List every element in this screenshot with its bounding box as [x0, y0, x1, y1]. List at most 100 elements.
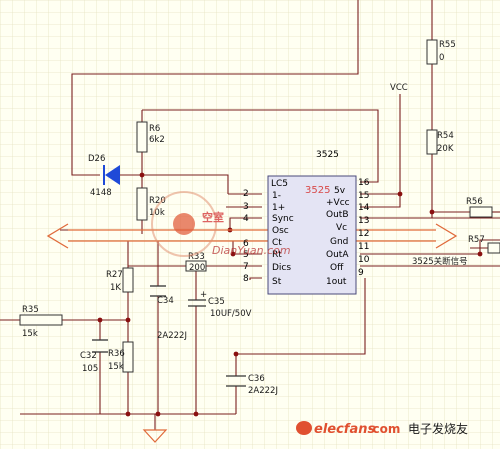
- pin-number: 15: [358, 191, 369, 201]
- c34-value: 2A222J: [157, 331, 187, 341]
- ic-inner-label: 3525: [305, 185, 330, 196]
- r36-ref: R36: [108, 349, 125, 359]
- pin-number: 13: [358, 216, 369, 226]
- logo-mark-icon: [296, 421, 312, 435]
- pin-number: 6: [243, 239, 249, 249]
- pin-name: Off: [330, 263, 344, 273]
- pin-name: Vc: [336, 223, 347, 233]
- pin-name: Dics: [272, 263, 291, 273]
- ic-ref-label: LC5: [271, 179, 288, 189]
- c32-value: 105: [82, 364, 98, 374]
- ic-left-pin-names: 1- 1+ Sync Osc Ct Rt Dics St: [272, 191, 294, 287]
- pin-name: Ct: [272, 238, 282, 248]
- r55-ref: R55: [439, 40, 456, 50]
- pin-number: 12: [358, 229, 369, 239]
- resistor-r54: R54 20K: [426, 129, 454, 155]
- c32-ref: C32: [80, 351, 97, 361]
- site-cn: 电子发烧友: [408, 421, 468, 436]
- pin-name: 1+: [272, 203, 285, 213]
- r54-value: 20K: [437, 144, 454, 154]
- capacitor-c32: C32 105: [80, 339, 108, 374]
- diode-d26: D26 4148: [88, 154, 120, 198]
- pin-number: 9: [358, 268, 364, 278]
- resistor-r35: R35 15k: [19, 305, 63, 339]
- site-name: elecfans: [314, 422, 375, 437]
- ic-3525: 3525 LC5 3525: [267, 150, 357, 295]
- r56-ref: R56: [466, 197, 483, 207]
- center-watermark: 空室 DianYuan.com: [151, 191, 291, 257]
- c36-ref: C36: [248, 374, 265, 384]
- c35-value: 10UF/50V: [210, 309, 252, 319]
- ic-right-pin-numbers: 16 15 14 13 12 11 10 9: [358, 178, 370, 278]
- r6-ref: R6: [149, 124, 160, 134]
- r35-value: 15k: [22, 329, 38, 339]
- r33-value: 200: [189, 263, 205, 273]
- r20-value: 10k: [149, 208, 165, 218]
- junction-dots: [97, 172, 483, 417]
- pin-name: 5v: [334, 186, 346, 196]
- ic-right-pin-names: 5v +Vcc OutB Vc Gnd OutA Off 1out: [326, 186, 350, 287]
- pin-name: OutA: [326, 250, 349, 260]
- capacitor-c35: + C35 10UF/50V: [188, 290, 252, 319]
- site-logo: elecfans ·com 电子发烧友: [296, 421, 468, 437]
- pin-name: Osc: [272, 226, 289, 236]
- r36-value: 15k: [108, 362, 124, 372]
- resistor-r55: R55 0: [426, 39, 456, 65]
- ground-icon: [142, 429, 168, 443]
- pin-name: Gnd: [330, 237, 348, 247]
- ic-left-pin-numbers: 2 3 4 6 5 7 8: [243, 189, 249, 284]
- c36-value: 2A222J: [248, 386, 278, 396]
- watermark-en: DianYuan.com: [212, 244, 291, 257]
- pin-number: 14: [358, 203, 370, 213]
- pin-number: 8: [243, 274, 249, 284]
- pin-number: 10: [358, 255, 370, 265]
- shutdown-signal-label: 3525关断信号: [412, 256, 468, 267]
- pin-number: 3: [243, 202, 249, 212]
- pin-number: 16: [358, 178, 370, 188]
- pin-number: 5: [243, 250, 249, 260]
- r6-value: 6k2: [149, 135, 165, 145]
- pin-name: St: [272, 277, 282, 287]
- pin-name: Sync: [272, 214, 294, 224]
- d26-value: 4148: [90, 188, 112, 198]
- resistor-r56: R56: [466, 197, 493, 218]
- r33-ref: R33: [188, 252, 205, 262]
- c35-ref: C35: [208, 297, 225, 307]
- pin-name: 1out: [326, 277, 347, 287]
- r57-ref: R57: [468, 235, 485, 245]
- pin-number: 2: [243, 189, 249, 199]
- vcc-label: VCC: [390, 83, 408, 93]
- resistor-r33: R33 200: [185, 252, 207, 273]
- c34-ref: C34: [157, 296, 174, 306]
- ic-id-label: 3525: [316, 150, 339, 160]
- r55-value: 0: [439, 53, 444, 63]
- r35-ref: R35: [22, 305, 39, 315]
- resistor-r27: R27 1K: [106, 267, 134, 293]
- pin-name: 1-: [272, 191, 281, 201]
- site-suffix: ·com: [368, 422, 400, 436]
- resistor-r36: R36 15k: [108, 341, 134, 373]
- pin-number: 7: [243, 262, 249, 272]
- double-arrow: [46, 223, 458, 249]
- pin-name: +Vcc: [326, 198, 350, 208]
- watermark-cn: 空室: [202, 210, 224, 224]
- capacitor-c34: C34 2A222J: [150, 285, 187, 341]
- c35-plus: +: [200, 290, 207, 300]
- pin-name: Rt: [272, 250, 282, 260]
- pin-number: 11: [358, 242, 369, 252]
- resistor-r57: R57: [468, 235, 500, 254]
- resistor-r6: R6 6k2: [136, 121, 165, 153]
- capacitor-c36: C36 2A222J: [226, 374, 278, 396]
- r27-ref: R27: [106, 270, 123, 280]
- r20-ref: R20: [149, 196, 166, 206]
- pin-name: OutB: [326, 210, 349, 220]
- pin-number: 4: [243, 214, 249, 224]
- vcc-net: VCC: [390, 83, 408, 93]
- r27-value: 1K: [110, 283, 121, 293]
- d26-ref: D26: [88, 154, 105, 164]
- r54-ref: R54: [437, 131, 454, 141]
- resistor-r20: R20 10k: [136, 187, 166, 221]
- plug-icon: [173, 213, 195, 235]
